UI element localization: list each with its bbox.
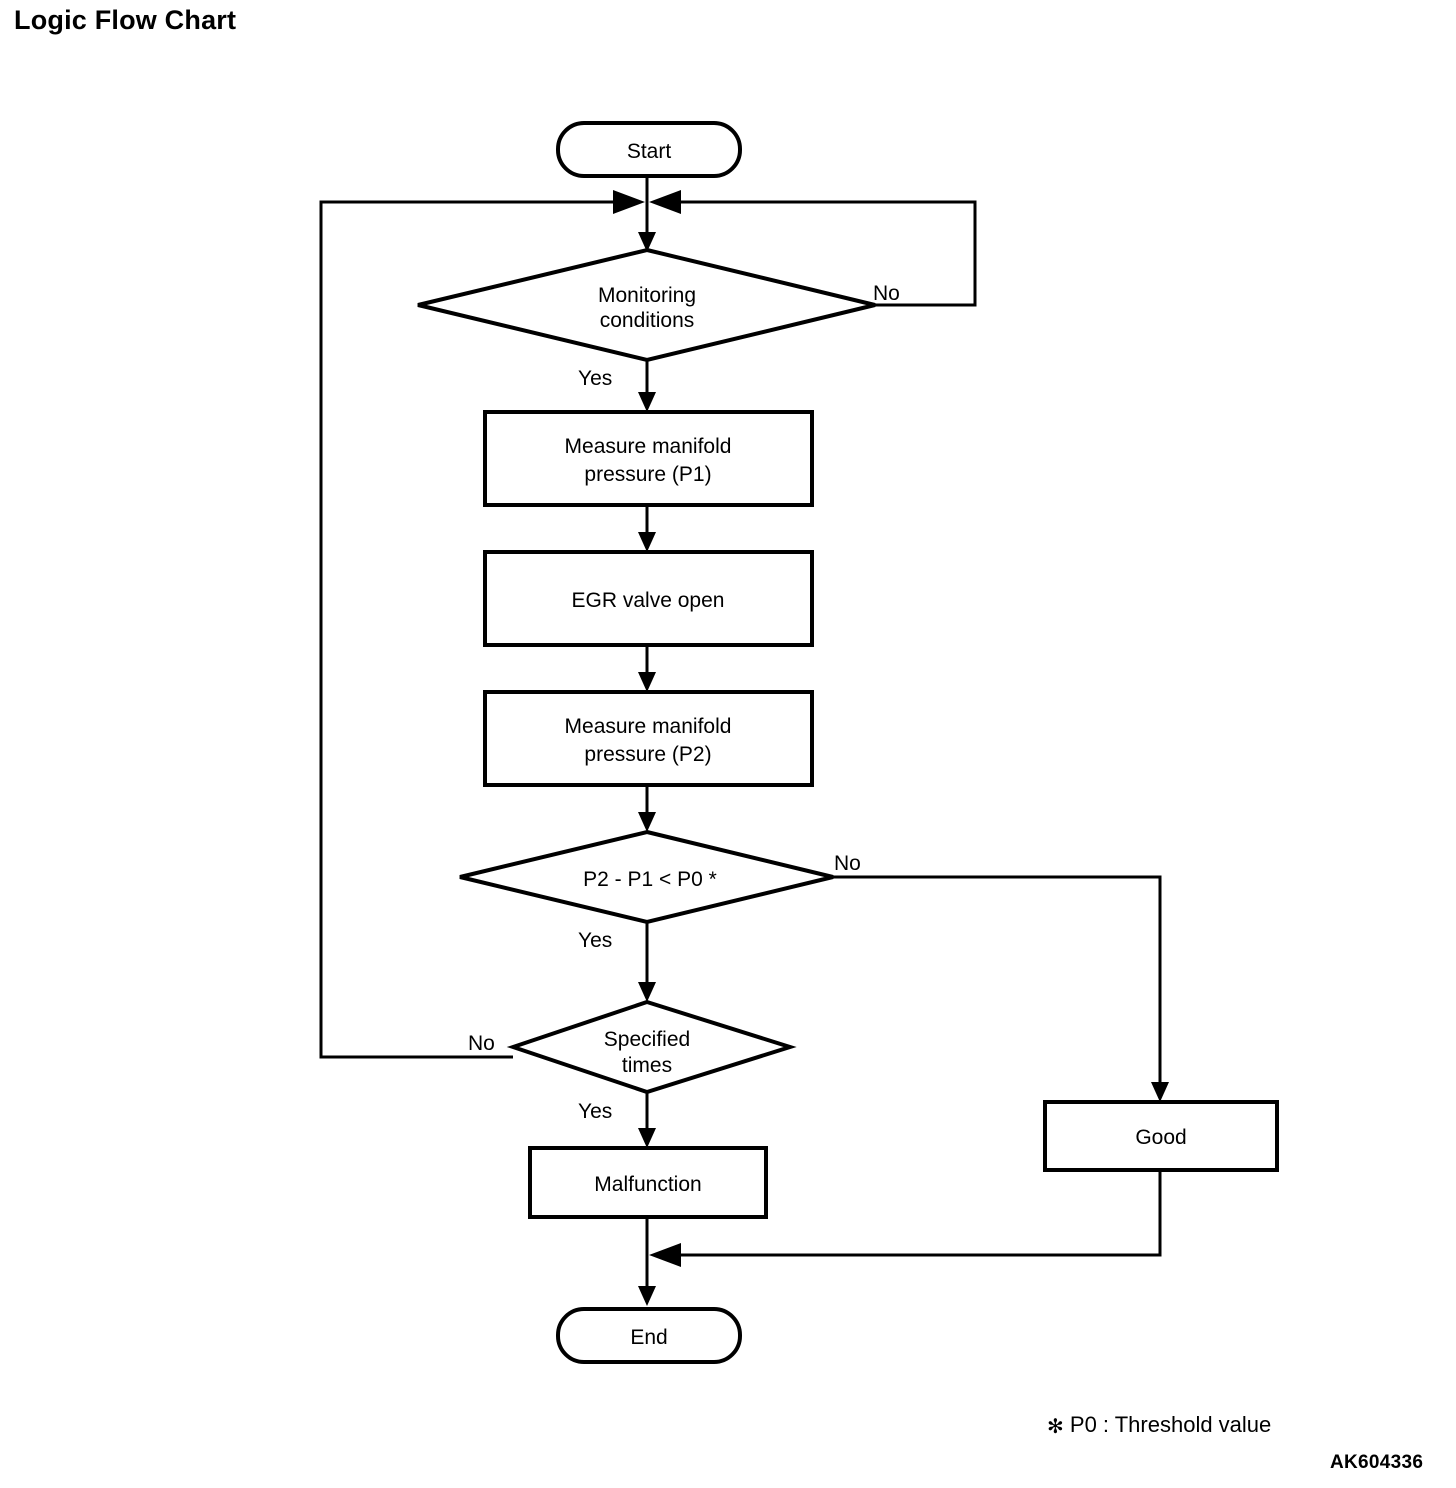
- edge-good-to-end: [663, 1170, 1162, 1257]
- node-good[interactable]: Good: [1043, 1100, 1279, 1172]
- arrowhead-into-egr: [638, 532, 656, 552]
- reference-code: AK604336: [1330, 1452, 1424, 1473]
- end-label: End: [630, 1326, 667, 1349]
- node-start[interactable]: Start: [556, 121, 742, 178]
- node-measure-manifold-pressure-p2[interactable]: Measure manifold pressure (P2): [483, 690, 814, 787]
- footnote: ✻ P0 : Threshold value: [1047, 1412, 1271, 1438]
- start-shape: [556, 121, 742, 178]
- arrowhead-good-merge: [649, 1243, 681, 1267]
- edge-monitoring-no-loop: [663, 200, 977, 307]
- malfunction-shape: [528, 1146, 768, 1219]
- node-compare-pressures[interactable]: P2 - P1 < P0 *: [459, 829, 834, 925]
- node-malfunction[interactable]: Malfunction: [528, 1146, 768, 1219]
- arrowhead-into-spec-times: [638, 982, 656, 1002]
- arrowhead-left-feedback: [613, 190, 645, 214]
- flow-connectors: [319, 176, 1169, 1306]
- edge-compare-no-to-good: [833, 875, 1162, 1098]
- footnote-text: P0 : Threshold value: [1069, 1412, 1272, 1437]
- node-end[interactable]: End: [556, 1307, 742, 1364]
- edge-label-compare-no: No: [834, 852, 861, 875]
- good-label: Good: [1135, 1126, 1186, 1149]
- start-label: Start: [627, 140, 672, 163]
- edge-label-monitoring-no: No: [873, 282, 900, 305]
- measure-p1-label-line2: pressure (P1): [584, 463, 711, 486]
- node-measure-manifold-pressure-p1[interactable]: Measure manifold pressure (P1): [483, 410, 814, 507]
- measure-p2-label-line2: pressure (P2): [584, 743, 711, 766]
- edge-spec-no-feedback: [319, 200, 631, 1059]
- arrowhead-right-loop: [649, 190, 681, 214]
- edge-label-monitoring-yes: Yes: [578, 367, 612, 390]
- arrowhead-into-malfunction: [638, 1128, 656, 1148]
- edge-label-spec-no: No: [468, 1032, 495, 1055]
- measure-p1-label-line1: Measure manifold: [565, 435, 732, 458]
- node-specified-times[interactable]: Specified times: [506, 999, 797, 1095]
- measure-p2-label-line1: Measure manifold: [565, 715, 732, 738]
- specified-times-label-line2: times: [622, 1054, 672, 1077]
- edge-labels: No Yes No Yes No Yes: [468, 282, 900, 1123]
- arrowhead-into-good: [1151, 1082, 1169, 1102]
- measure-p1-shape: [483, 410, 814, 507]
- specified-times-label-line1: Specified: [604, 1028, 690, 1051]
- edge-label-compare-yes: Yes: [578, 929, 612, 952]
- egr-valve-open-shape: [483, 550, 814, 647]
- monitoring-conditions-label-line2: conditions: [600, 309, 695, 332]
- monitoring-conditions-shape: [417, 247, 876, 363]
- monitoring-conditions-label-line1: Monitoring: [598, 284, 696, 307]
- end-shape: [556, 1307, 742, 1364]
- node-egr-valve-open[interactable]: EGR valve open: [483, 550, 814, 647]
- arrowhead-into-monitoring: [638, 232, 656, 252]
- measure-p2-shape: [483, 690, 814, 787]
- malfunction-label: Malfunction: [594, 1173, 701, 1196]
- arrowhead-into-measure-p1: [638, 392, 656, 412]
- asterisk-icon: ✻: [1047, 1416, 1064, 1438]
- arrowhead-into-compare: [638, 812, 656, 832]
- compare-pressures-label: P2 - P1 < P0 *: [583, 868, 717, 891]
- node-monitoring-conditions[interactable]: Monitoring conditions: [417, 247, 876, 363]
- compare-pressures-shape: [459, 829, 834, 925]
- egr-valve-open-label: EGR valve open: [572, 589, 725, 612]
- edge-label-spec-yes: Yes: [578, 1100, 612, 1123]
- good-shape: [1043, 1100, 1279, 1172]
- page-title: Logic Flow Chart: [14, 5, 237, 35]
- specified-times-shape: [506, 999, 797, 1095]
- arrowhead-into-end: [638, 1286, 656, 1306]
- arrowhead-into-measure-p2: [638, 672, 656, 692]
